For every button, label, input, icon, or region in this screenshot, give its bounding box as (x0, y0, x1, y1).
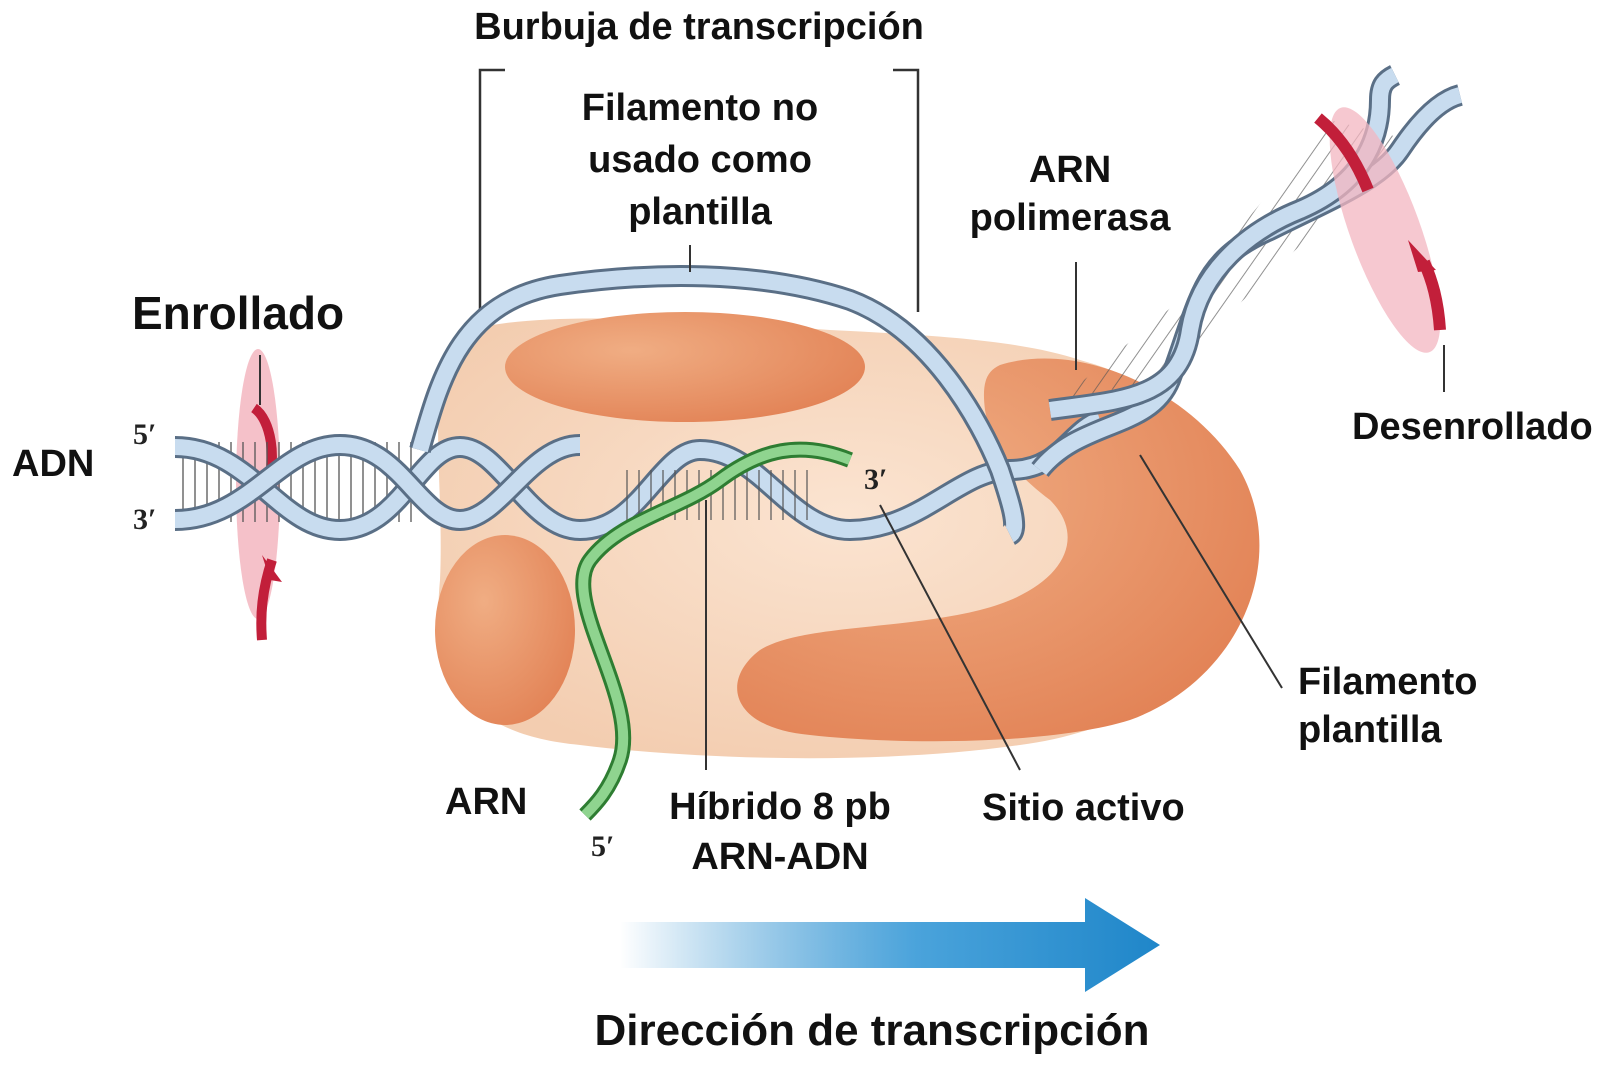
label-active-site: Sitio activo (982, 787, 1185, 829)
label-dna: ADN (12, 443, 95, 485)
mark-dna-5: 5′ (133, 418, 157, 451)
rotation-arrow-right-head (1408, 240, 1436, 272)
bubble-bracket (478, 68, 920, 312)
label-wound: Enrollado (132, 287, 345, 339)
label-unwound: Desenrollado (1352, 406, 1593, 448)
enzyme-lobe-left (435, 535, 575, 725)
label-direction: Dirección de transcripción (594, 1006, 1150, 1055)
label-polymerase: ARN polimerasa (950, 146, 1190, 242)
right-arrow-icon (620, 898, 1160, 992)
label-hybrid: Híbrido 8 pb ARN-ADN (640, 782, 920, 882)
mark-rna-3: 3′ (864, 463, 888, 496)
label-template-text: Filamento plantilla (1298, 661, 1478, 751)
rotation-arrow-right-top (1314, 113, 1374, 193)
rotation-arrow-left-head (262, 555, 282, 582)
leader-template (1139, 454, 1283, 689)
label-polymerase-text: ARN polimerasa (969, 149, 1171, 239)
label-template: Filamento plantilla (1298, 658, 1498, 754)
label-hybrid-text: Híbrido 8 pb ARN-ADN (669, 786, 891, 878)
label-nontemplate-text: Filamento no usado como plantilla (581, 87, 819, 233)
mark-dna-3: 3′ (133, 503, 157, 536)
leader-active-site (879, 504, 1021, 771)
enzyme-lobe-top (505, 312, 865, 422)
label-bubble: Burbuja de transcripción (474, 6, 924, 48)
enzyme-clamp (737, 358, 1260, 742)
label-nontemplate: Filamento no usado como plantilla (540, 82, 860, 238)
mark-rna-5: 5′ (591, 830, 615, 863)
label-rna: ARN (445, 781, 528, 823)
